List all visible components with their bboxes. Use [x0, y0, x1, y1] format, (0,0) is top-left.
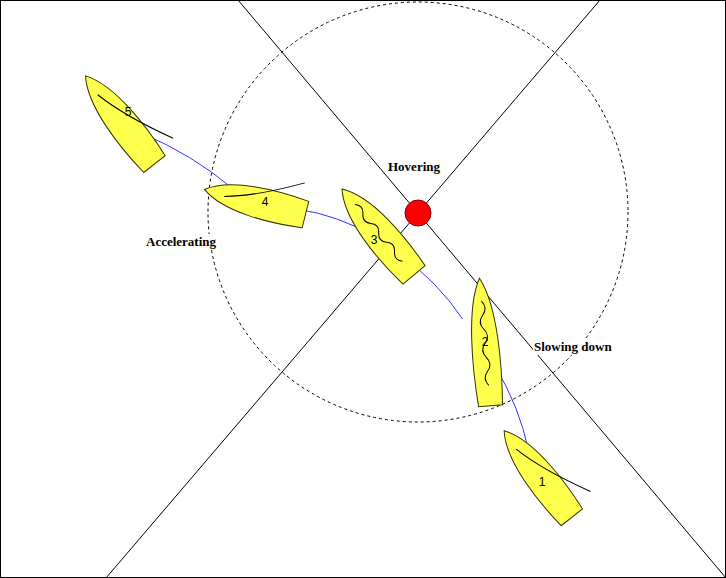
phase-label: Accelerating — [145, 234, 217, 250]
sailboat: 1 — [515, 451, 561, 497]
sailboat: 4 — [232, 179, 278, 225]
mark-buoy — [405, 200, 431, 226]
phase-label: Hovering — [387, 159, 441, 175]
sailboat: 3 — [355, 209, 401, 255]
boat-number: 1 — [519, 475, 565, 489]
boat-number: 2 — [462, 335, 508, 349]
layline — [238, 0, 726, 578]
phase-label: Slowing down — [533, 339, 613, 355]
boat-hull — [97, 97, 143, 143]
boat-number: 4 — [242, 195, 288, 209]
boat-number: 5 — [105, 105, 151, 119]
boat-hull — [355, 209, 401, 255]
boat-hull — [515, 451, 561, 497]
layline — [106, 0, 600, 578]
boat-number: 3 — [351, 233, 397, 247]
boat-hull — [232, 179, 278, 225]
sailboat: 2 — [462, 319, 508, 365]
sailboat: 5 — [97, 97, 143, 143]
